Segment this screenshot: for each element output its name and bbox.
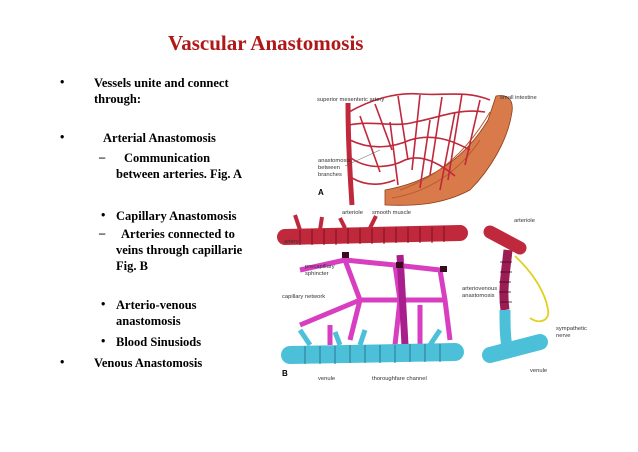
av-arteriole	[483, 225, 527, 255]
label-arteriole: arteriole	[342, 210, 363, 216]
bullet-marker: •	[101, 208, 106, 222]
sub-arteries-connected-cont: veins through capillarie	[116, 243, 243, 257]
label-small-intestine: small intestine	[500, 95, 537, 101]
label-smooth-muscle: smooth muscle	[372, 210, 411, 216]
bullet-capillary-anastomosis: Capillary Anastomosis	[116, 209, 237, 223]
dash-marker: –	[99, 150, 106, 164]
label-anastomosis: anastomosis	[318, 158, 351, 164]
bullet-marker: •	[60, 75, 65, 89]
capillary-network	[299, 257, 453, 346]
label-precapillary: precapillary	[305, 264, 335, 270]
label-arteriovenous: arteriovenous	[462, 286, 497, 292]
fig-b-label: B	[282, 369, 288, 378]
bullet-marker: •	[60, 130, 65, 144]
bullet-blood-sinusoids: Blood Sinusiods	[116, 335, 202, 349]
venule-bands	[304, 344, 441, 364]
label-thoroughfare-channel: thoroughfare channel	[372, 376, 427, 382]
smooth-muscle-bands	[299, 226, 445, 245]
bullet-marker: •	[101, 297, 106, 311]
fig-a-label: A	[318, 188, 324, 197]
label-capillary-network: capillary network	[282, 294, 325, 300]
label-between: between	[318, 165, 340, 171]
slide-title: Vascular Anastomosis	[168, 31, 364, 55]
label-venule: venule	[318, 376, 335, 382]
small-intestine-shape	[384, 95, 513, 206]
fig-a-illustration	[345, 92, 513, 206]
label-arteriole-right: arteriole	[514, 218, 535, 224]
bullet-arterio-venous: Arterio-venous	[116, 298, 197, 312]
dash-marker: –	[99, 226, 106, 240]
av-venule	[482, 334, 548, 363]
bullet-marker: •	[60, 355, 65, 369]
bullet-arterial-anastomosis: Arterial Anastomosis	[103, 131, 216, 145]
bullet-vessels-unite: Vessels unite and connect	[94, 76, 229, 90]
venule-vessel	[281, 343, 464, 364]
label-nerve: nerve	[556, 333, 571, 339]
label-sympathetic: sympathetic	[556, 326, 587, 332]
label-sphincter: sphincter	[305, 271, 329, 277]
label-artery: artery	[284, 239, 299, 245]
sub-communication-cont: between arteries. Fig. A	[116, 167, 243, 181]
bullet-vessels-unite-cont: through:	[94, 92, 142, 106]
label-venule-right: venule	[530, 368, 547, 374]
sub-fig-b: Fig. B	[116, 259, 148, 273]
bullet-marker: •	[101, 334, 106, 348]
sub-arteries-connected: Arteries connected to	[121, 227, 235, 241]
sub-communication: Communication	[124, 151, 211, 165]
label-superior-mesenteric-artery: superior mesenteric artery	[317, 97, 384, 103]
bullet-arterio-venous-cont: anastomosis	[116, 314, 181, 328]
label-branches: branches	[318, 172, 342, 178]
superior-mesenteric-artery	[345, 102, 355, 206]
bullet-venous-anastomosis: Venous Anastomosis	[94, 356, 203, 370]
arterial-arcades	[348, 92, 491, 191]
label-av-anastomosis: anastomosis	[462, 293, 495, 299]
fig-b-illustration	[277, 214, 550, 364]
sympathetic-nerve	[514, 255, 550, 323]
